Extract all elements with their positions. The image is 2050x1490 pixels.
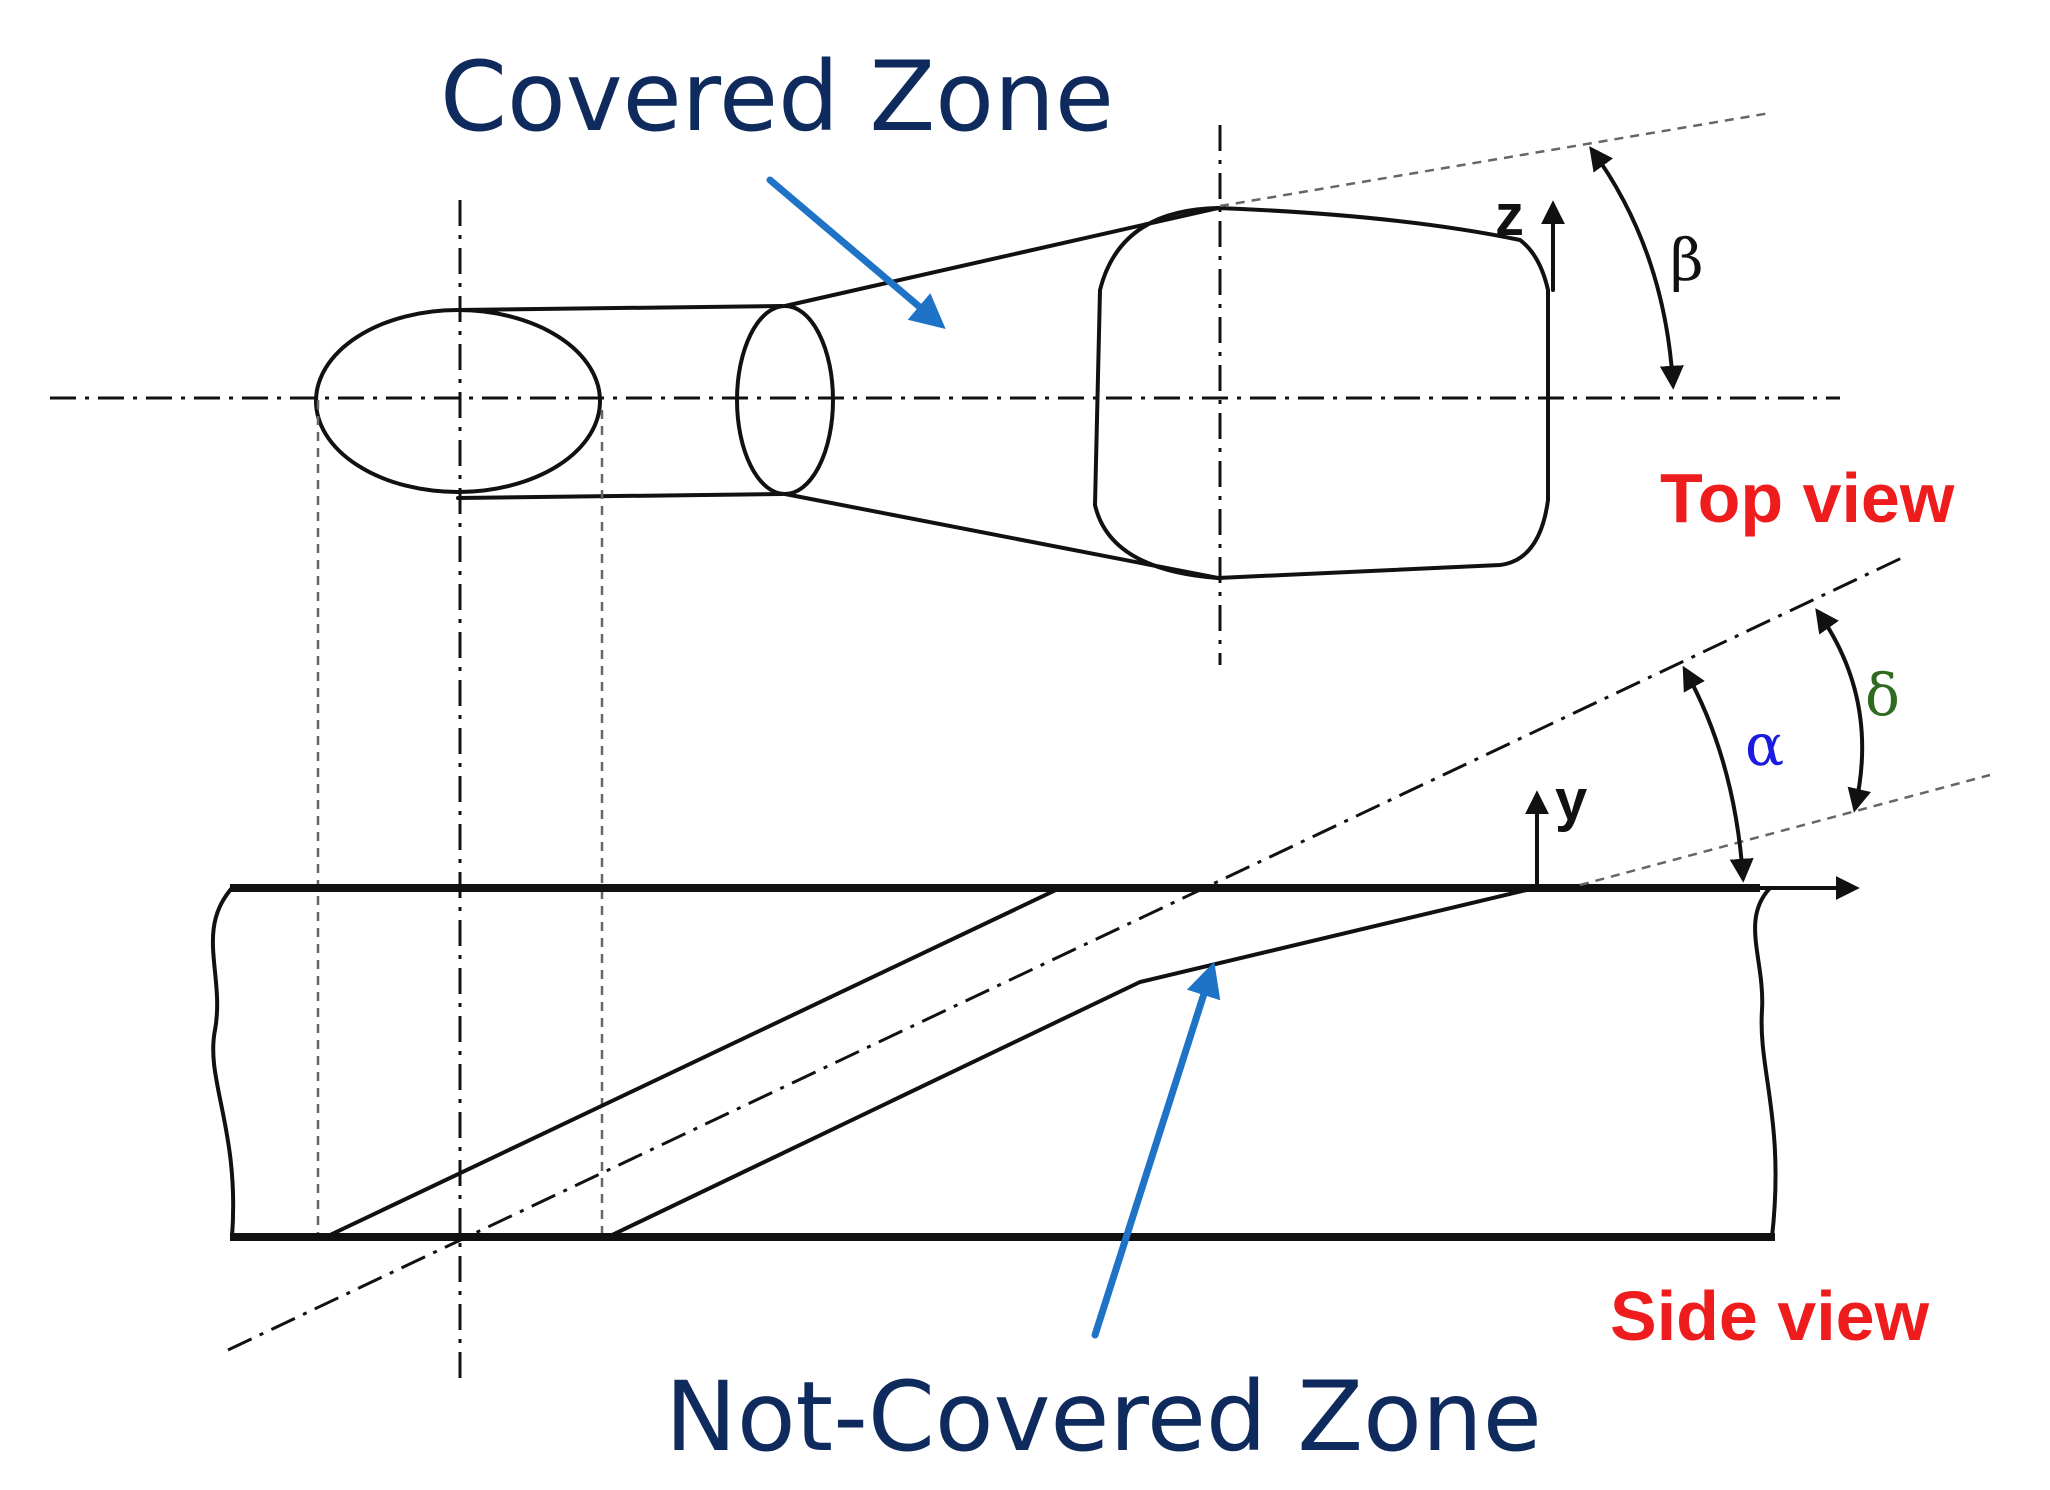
inlet-ellipse xyxy=(314,308,602,494)
covered-zone-pointer-arrow xyxy=(766,176,946,330)
beta-reference-line xyxy=(1219,111,1771,208)
hole-axis-centerline xyxy=(227,553,1909,1352)
alpha-angle-label: α xyxy=(1745,711,1784,779)
y-axis-label: y xyxy=(1555,768,1587,833)
top-view-label: Top view xyxy=(1660,459,1955,537)
plate-right-break xyxy=(1753,886,1778,1239)
tube-bottom-edge xyxy=(456,492,784,500)
side-view-drawing: y α δ xyxy=(210,400,1991,1352)
hole-upper-wall xyxy=(328,887,1060,1237)
not-covered-zone-pointer-arrow xyxy=(1091,961,1221,1339)
diffuser-exit-outline xyxy=(1093,206,1550,580)
top-view-drawing: z β xyxy=(50,111,1840,1385)
delta-angle-arc xyxy=(1815,608,1872,813)
tube-top-edge xyxy=(456,304,784,312)
beta-angle-label: β xyxy=(1670,226,1704,294)
hole-lower-wall xyxy=(610,886,1537,1237)
tube-end-ellipse xyxy=(735,304,835,496)
side-view-label: Side view xyxy=(1610,1277,1930,1355)
plate-left-break xyxy=(210,886,236,1239)
beta-angle-arc xyxy=(1589,146,1684,390)
z-axis-label: z xyxy=(1495,183,1524,248)
not-covered-zone-label: Not-Covered Zone xyxy=(665,1361,1542,1473)
alpha-angle-arc xyxy=(1682,665,1754,883)
delta-angle-label: δ xyxy=(1865,661,1900,729)
covered-zone-label: Covered Zone xyxy=(440,41,1114,153)
delta-reference-line xyxy=(1579,773,1991,887)
